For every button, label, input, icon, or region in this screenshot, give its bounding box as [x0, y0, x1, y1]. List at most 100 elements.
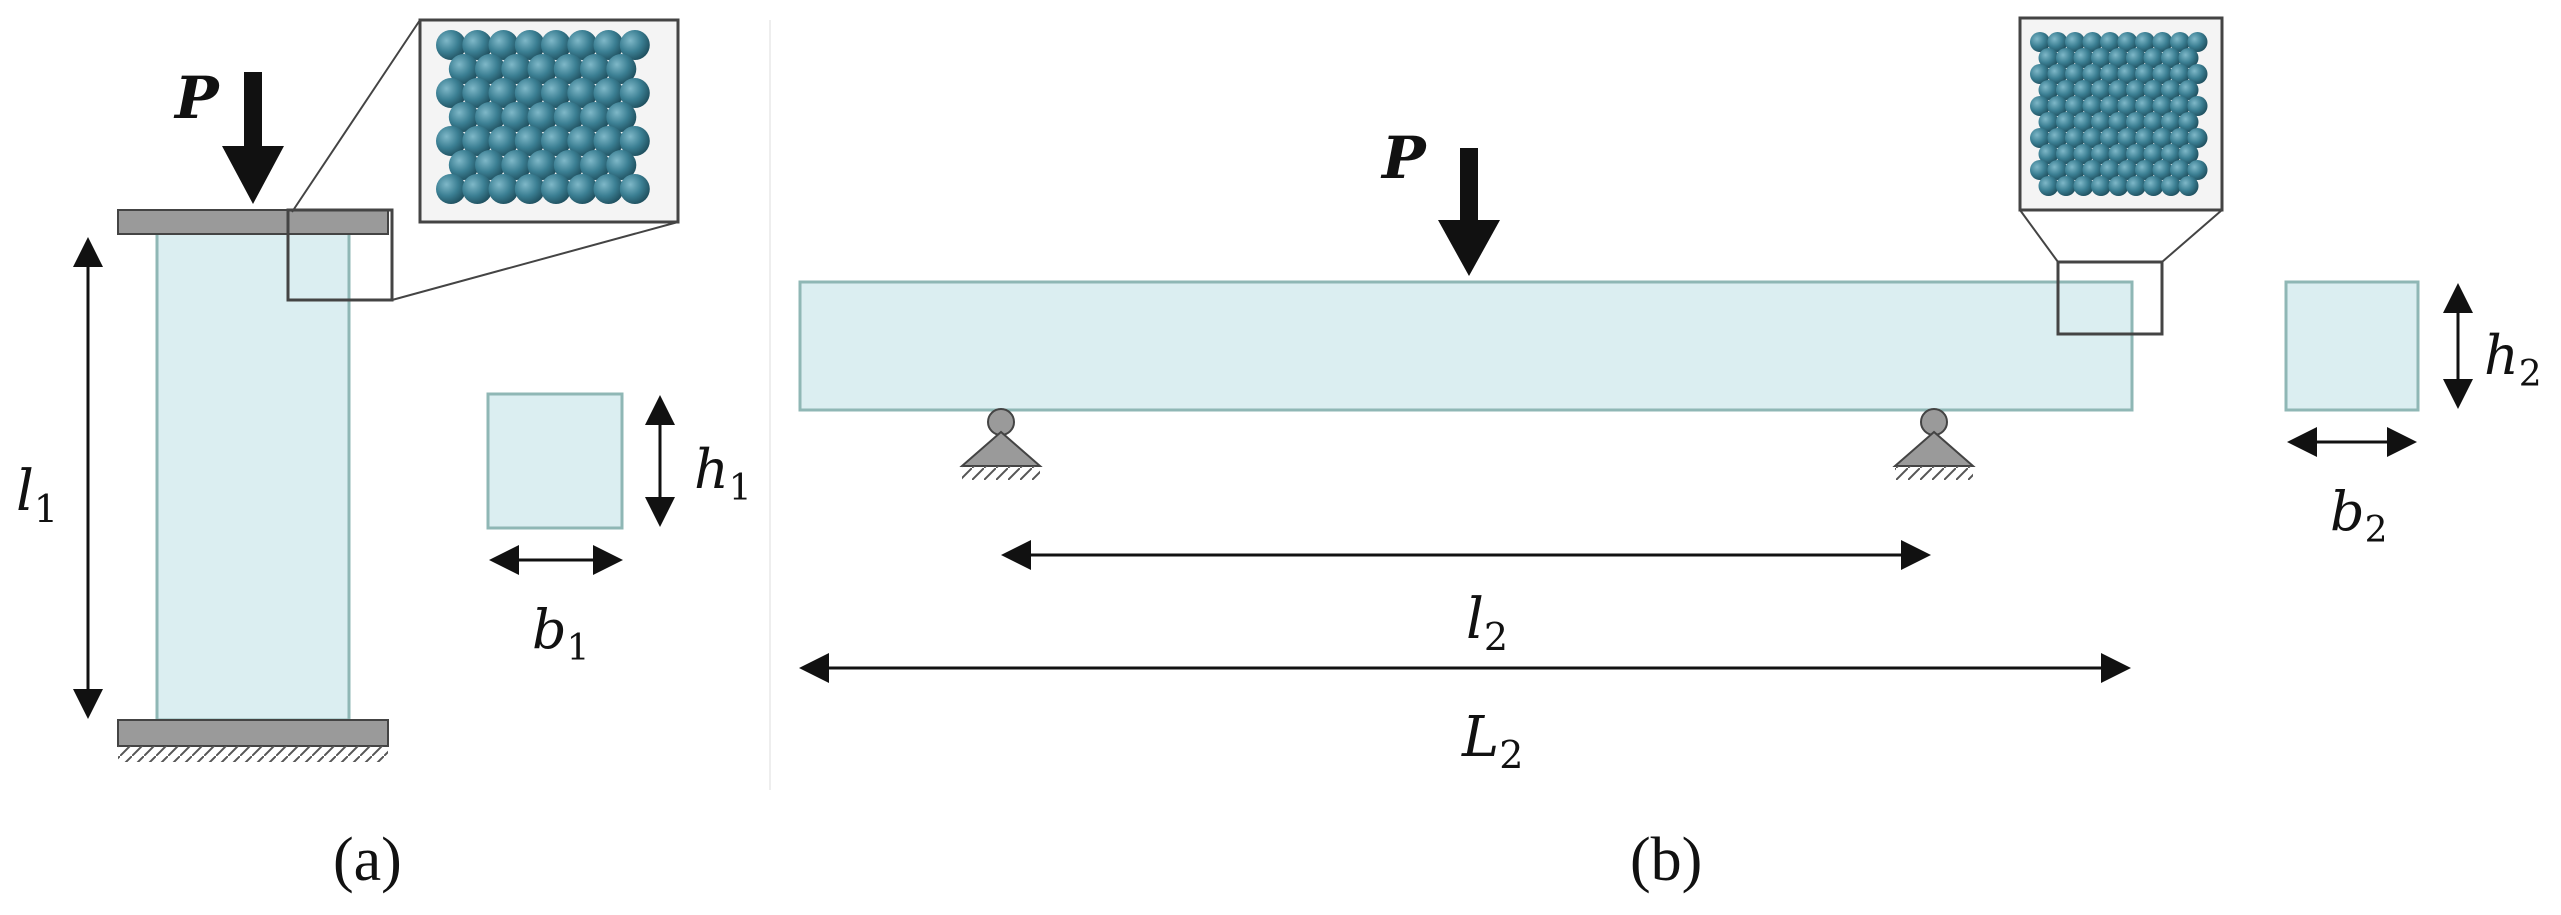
- panel-b: P l2 L2: [798, 16, 2542, 894]
- particle: [619, 78, 650, 108]
- particle: [2143, 176, 2164, 196]
- particle: [514, 126, 545, 156]
- particle: [2117, 96, 2138, 116]
- particle: [2073, 144, 2094, 164]
- particle: [2038, 80, 2059, 100]
- particle: [2082, 64, 2103, 84]
- particle: [2065, 96, 2085, 116]
- particle: [2135, 64, 2155, 84]
- particle: [2143, 80, 2164, 100]
- particle: [619, 30, 650, 60]
- particle: [593, 174, 624, 204]
- particle: [2178, 176, 2199, 196]
- height-label-b: h2: [2484, 324, 2542, 395]
- particle: [2038, 48, 2059, 68]
- particle: [2091, 144, 2111, 164]
- particle: [2108, 176, 2129, 196]
- particle: [448, 54, 479, 84]
- particle: [2143, 112, 2164, 132]
- particle: [2187, 32, 2208, 52]
- particle: [2065, 64, 2085, 84]
- particle: [541, 174, 571, 204]
- width-label-a: b1: [532, 598, 589, 669]
- particle: [2170, 32, 2190, 52]
- particle: [2091, 80, 2111, 100]
- particle: [2152, 128, 2173, 148]
- particle: [2038, 144, 2059, 164]
- particle: [2030, 64, 2050, 84]
- particle: [2030, 96, 2050, 116]
- particle: [2065, 32, 2085, 52]
- particle: [2161, 112, 2181, 132]
- particle: [2030, 128, 2050, 148]
- particle: [2170, 96, 2190, 116]
- particle: [2152, 64, 2173, 84]
- particle: [2143, 144, 2164, 164]
- bottom-support-plate: [117, 719, 389, 747]
- particle: [488, 78, 519, 108]
- length-label-a: l1: [16, 459, 58, 531]
- particle: [2047, 160, 2068, 180]
- particle: [2073, 48, 2094, 68]
- zoom-connector-a2: [391, 221, 679, 301]
- zoom-region-a: [286, 208, 394, 302]
- particle: [2038, 112, 2059, 132]
- particle: [2178, 144, 2199, 164]
- particle: [2082, 160, 2103, 180]
- particle: [567, 30, 598, 60]
- caption-a: (a): [333, 826, 402, 894]
- load-arrow-icon: [222, 72, 284, 204]
- particle: [448, 150, 479, 180]
- particle: [501, 150, 532, 180]
- particle: [436, 30, 466, 60]
- particle: [2108, 112, 2129, 132]
- particle: [2135, 96, 2155, 116]
- panel-a: P l1 h1 b1 (a): [16, 18, 752, 894]
- particle: [2056, 48, 2076, 68]
- particle: [2187, 128, 2208, 148]
- particle: [2161, 176, 2181, 196]
- particle: [2091, 176, 2111, 196]
- particle: [514, 30, 545, 60]
- zoom-region-b: [2056, 260, 2164, 336]
- particle: [2143, 48, 2164, 68]
- cross-section-a: [486, 392, 624, 530]
- particle: [567, 126, 598, 156]
- particle: [619, 174, 650, 204]
- particle: [2056, 144, 2076, 164]
- column-specimen: [155, 230, 351, 722]
- particle: [2152, 160, 2173, 180]
- particle: [2117, 32, 2138, 52]
- particle: [2056, 176, 2076, 196]
- particle: [606, 102, 637, 132]
- particle: [541, 126, 571, 156]
- particle: [2126, 176, 2146, 196]
- particle: [2170, 128, 2190, 148]
- particle: [2126, 144, 2146, 164]
- particle: [2161, 48, 2181, 68]
- total-length-label: L2: [1461, 705, 1523, 777]
- particle: [580, 102, 610, 132]
- particle: [2178, 48, 2199, 68]
- particle: [2187, 160, 2208, 180]
- cross-section-b: [2284, 280, 2420, 412]
- particle: [619, 126, 650, 156]
- particle: [606, 150, 637, 180]
- particle: [2030, 160, 2050, 180]
- particle: [2117, 64, 2138, 84]
- particle: [2047, 64, 2068, 84]
- particle: [2126, 80, 2146, 100]
- particle: [541, 30, 571, 60]
- particle: [2091, 112, 2111, 132]
- particle: [541, 78, 571, 108]
- particle: [2038, 176, 2059, 196]
- particle: [2108, 80, 2129, 100]
- particle: [2117, 128, 2138, 148]
- zoom-connector-a1: [291, 19, 421, 213]
- particle: [2117, 160, 2138, 180]
- particle: [514, 174, 545, 204]
- particle: [2108, 144, 2129, 164]
- particle: [448, 102, 479, 132]
- load-label-a: P: [173, 64, 220, 132]
